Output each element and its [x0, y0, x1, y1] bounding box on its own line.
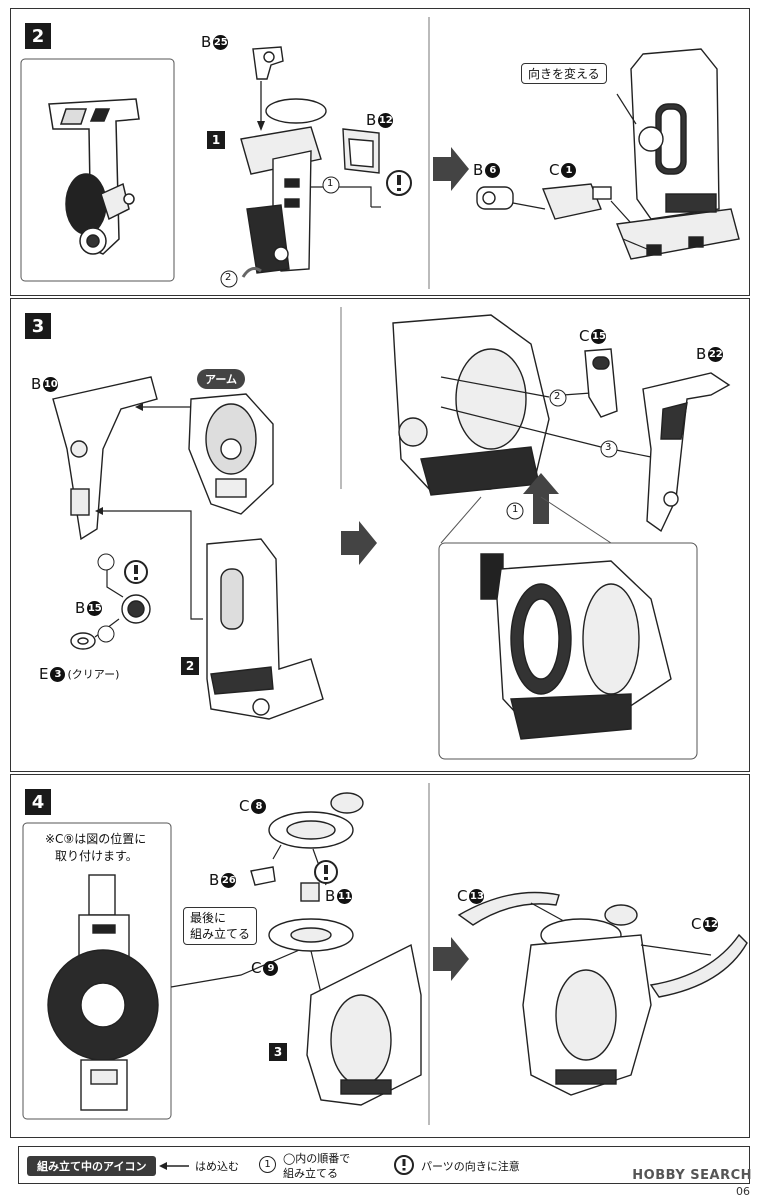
sub-assembly-badge: 1 — [207, 131, 225, 149]
order-1: 1 — [327, 178, 334, 189]
torso-assembly — [392, 314, 550, 496]
order-2: 2 — [225, 272, 232, 283]
caution-icon — [394, 1155, 414, 1175]
legend-press-in: はめ込む — [195, 1160, 239, 1173]
sub-assembly-2 — [206, 538, 324, 720]
sub-assembly-badge: 3 — [269, 1043, 287, 1061]
step-2-illustration — [20, 17, 740, 289]
legend-order-line1: ◯内の順番で — [283, 1152, 351, 1165]
inset-arm-part — [48, 98, 140, 255]
order-circle-icon: 1 — [259, 1156, 276, 1173]
rotated-assembly — [616, 48, 740, 260]
order-3: 3 — [605, 442, 612, 453]
legend-caution: パーツの向きに注意 — [421, 1160, 520, 1173]
b22-frame — [642, 372, 731, 533]
b10-frame — [52, 376, 158, 541]
legend-order-line2: 組み立てる — [283, 1167, 338, 1180]
arm-tag: アーム — [197, 369, 246, 389]
step-number: 3 — [25, 313, 51, 339]
step-number: 2 — [25, 23, 51, 49]
inset-torso-detail — [480, 553, 672, 740]
c9-disc — [268, 918, 354, 952]
rotate-callout: 向きを変える — [521, 63, 607, 84]
leg-assembly — [240, 98, 327, 274]
watermark-logo: HOBBY SEARCH — [632, 1168, 752, 1183]
order-1: 1 — [512, 504, 519, 515]
step-4-illustration — [22, 783, 748, 1125]
page-number: 06 — [736, 1185, 750, 1198]
step-2-panel: 2 — [10, 8, 750, 296]
press-in-arrow-icon — [159, 1162, 189, 1170]
icon-legend: 組み立て中のアイコン はめ込む 1 ◯内の順番で 組み立てる パーツの向きに注意 — [18, 1146, 750, 1184]
step3-body — [306, 943, 422, 1106]
step-3-panel: 3 — [10, 298, 750, 772]
assemble-last-callout: 最後に 組み立てる — [183, 907, 258, 945]
sub-assembly-badge: 2 — [181, 657, 199, 675]
c9-position-detail — [47, 874, 159, 1111]
step-number: 4 — [25, 789, 51, 815]
step-4-panel: 4 — [10, 774, 750, 1138]
arm-part — [188, 393, 274, 515]
legend-title: 組み立て中のアイコン — [27, 1156, 157, 1176]
c9-note: ※C⑨は図の位置に 取り付けます。 — [45, 832, 147, 863]
order-2: 2 — [554, 391, 561, 402]
c8-ring — [268, 792, 364, 849]
final-body — [522, 904, 652, 1096]
step-3-illustration — [52, 307, 731, 760]
